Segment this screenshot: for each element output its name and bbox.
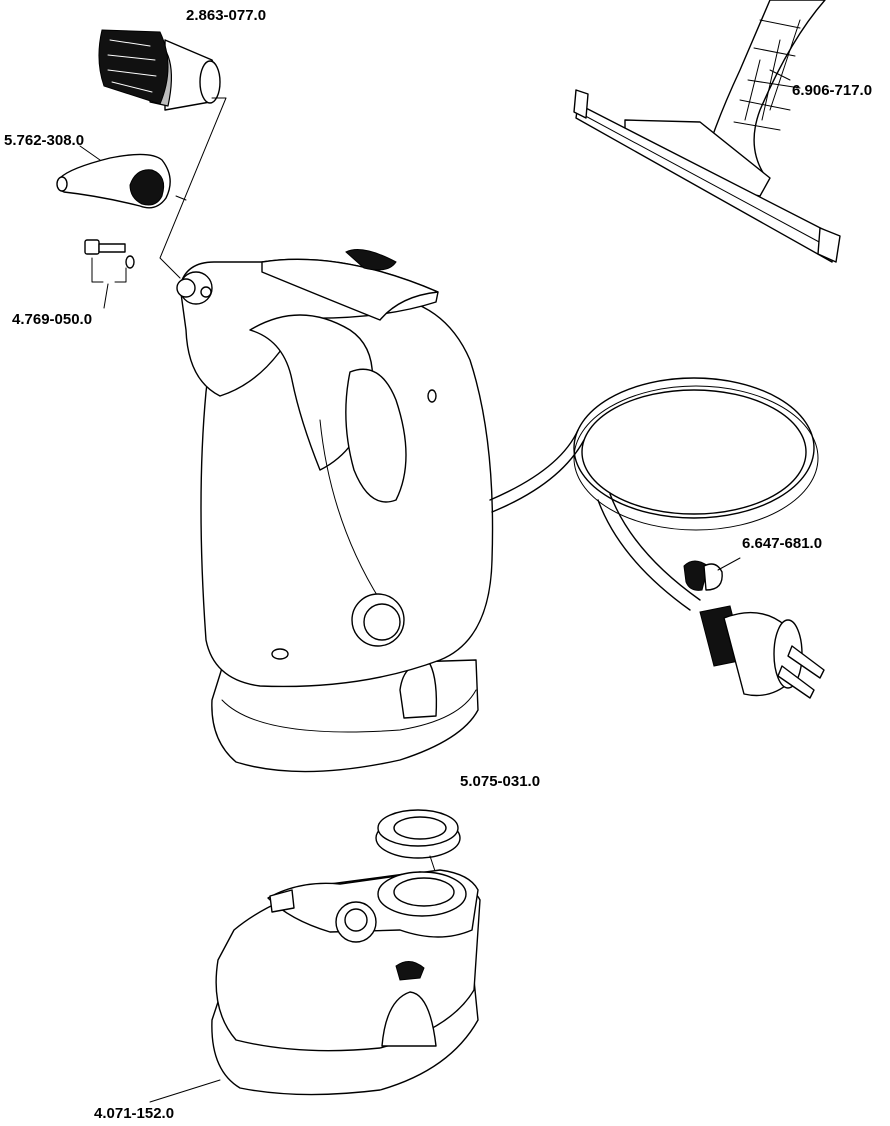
label-nozzle: 5.762-308.0: [4, 132, 84, 149]
label-cable-clip: 6.647-681.0: [742, 535, 822, 552]
label-base: 4.071-152.0: [94, 1105, 174, 1122]
valve-screw: [84, 239, 135, 309]
cable-clip: [683, 560, 723, 591]
filler-cap: [375, 809, 461, 875]
round-brush: [98, 29, 221, 111]
power-plug: [699, 605, 825, 699]
label-squeegee: 6.906-717.0: [792, 82, 872, 99]
label-brush: 2.863-077.0: [186, 7, 266, 24]
power-cable: [489, 377, 819, 611]
base-tank: [211, 869, 481, 1096]
leader-lines: [79, 69, 791, 1103]
steam-cleaner-body: [176, 249, 494, 773]
assembly-lines: [159, 97, 227, 279]
label-valve: 4.769-050.0: [12, 311, 92, 328]
window-squeegee: [573, 0, 841, 263]
label-cap: 5.075-031.0: [460, 773, 540, 790]
detail-nozzle: [56, 153, 171, 209]
